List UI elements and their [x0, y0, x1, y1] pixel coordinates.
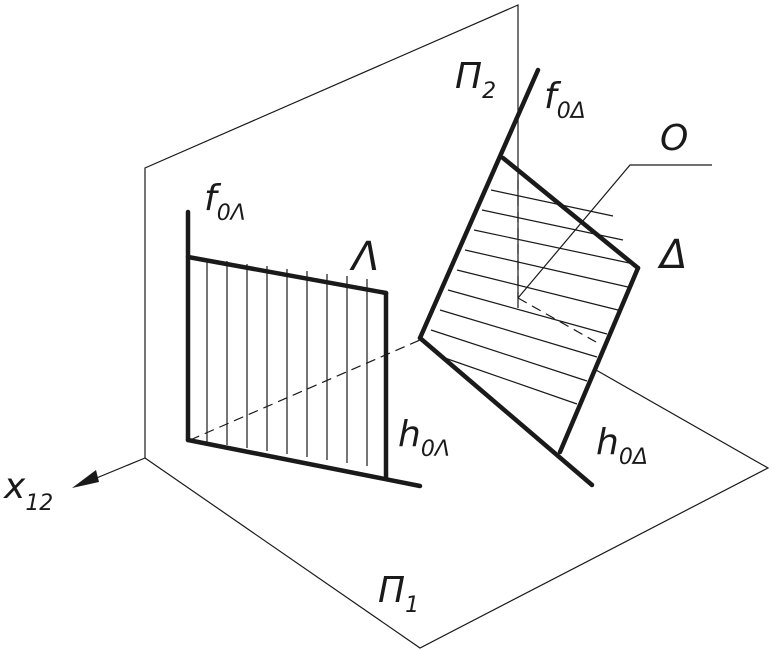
frontal-plane-p2	[144, 4, 519, 458]
plane-delta-right	[557, 265, 641, 455]
label-delta: Δ	[657, 232, 687, 278]
label-h0-lambda: h0Λ	[398, 414, 450, 462]
label-p1: П1	[378, 570, 419, 618]
plane-lambda-top	[185, 254, 389, 296]
label-lambda: Λ	[349, 234, 379, 280]
trace-h0-delta	[417, 335, 595, 488]
label-p2: П2	[455, 56, 496, 104]
label-f0-lambda: f0Λ	[204, 178, 246, 226]
hidden-axis-line	[189, 339, 421, 441]
label-point-o: O	[660, 118, 688, 159]
plane-delta-top	[500, 155, 641, 271]
trace-f0-delta	[417, 67, 541, 341]
plane-lambda-hatch	[206, 259, 368, 466]
trace-h0-lambda	[185, 437, 423, 489]
plane-delta-hatch	[430, 189, 635, 405]
label-h0-delta: h0Δ	[596, 422, 648, 470]
axis-arrow-icon	[72, 470, 99, 488]
label-f0-delta: f0Δ	[544, 76, 586, 124]
label-x12: x12	[3, 466, 53, 516]
horizontal-plane-p1	[144, 369, 770, 649]
leader-line-o	[517, 164, 712, 299]
